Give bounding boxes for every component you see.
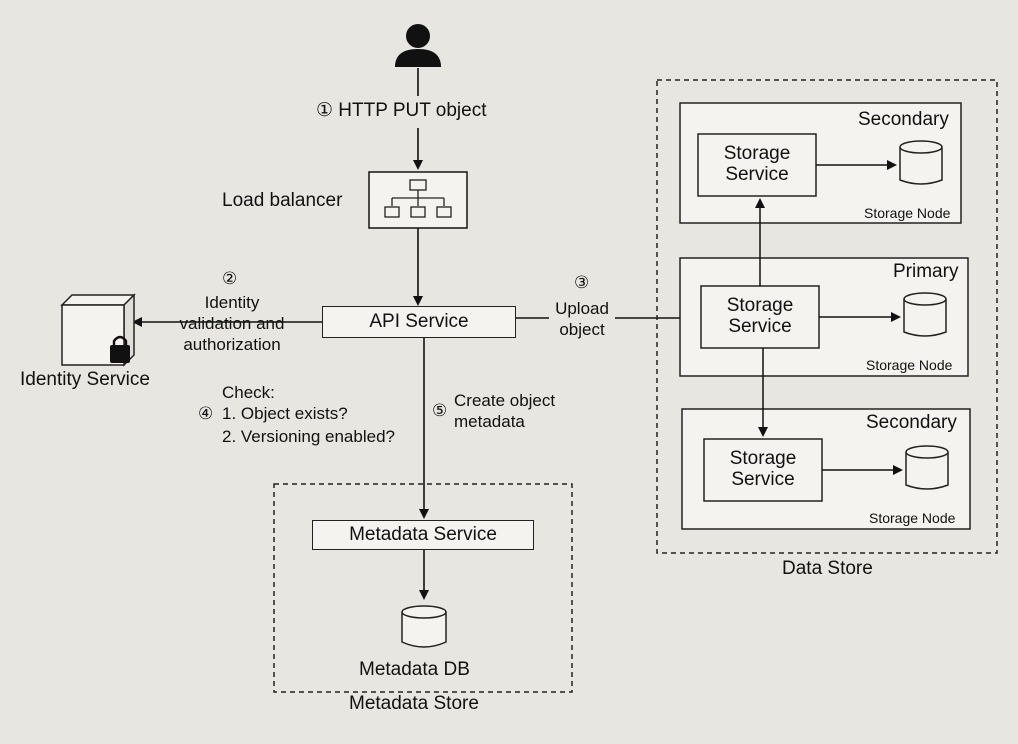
api-service-label: API Service [369, 311, 469, 332]
check-title: Check: [222, 383, 275, 402]
storage-disk-icon-2 [903, 292, 947, 337]
metadata-db-label: Metadata DB [359, 659, 470, 680]
step-2-text: Identity validation and authorization [179, 293, 285, 354]
identity-service-label: Identity Service [20, 369, 150, 390]
check-item-2: 2. Versioning enabled? [222, 427, 395, 446]
metadata-service-label: Metadata Service [349, 524, 497, 545]
step-3-number: ③ [574, 273, 590, 292]
metadata-store-boundary [273, 483, 573, 693]
node-3-service: Storage Service [729, 448, 797, 490]
api-service-box: API Service [322, 306, 516, 338]
node-1-role: Secondary [858, 109, 949, 130]
node-3-label: Storage Node [869, 510, 956, 526]
load-balancer-icon [368, 171, 468, 229]
user-icon [395, 24, 441, 67]
storage-disk-icon-3 [905, 445, 949, 490]
node-1-label: Storage Node [864, 205, 951, 221]
metadata-store-label: Metadata Store [349, 693, 479, 714]
step-5-number: ⑤ [432, 401, 448, 420]
node-2-service: Storage Service [726, 295, 794, 337]
lock-icon [110, 335, 130, 363]
identity-service-icon [60, 293, 136, 367]
storage-disk-icon-1 [899, 140, 943, 185]
step-4-number: ④ [198, 404, 214, 423]
step-1-label: ① HTTP PUT object [316, 100, 487, 121]
node-1-service: Storage Service [723, 143, 791, 185]
check-item-1: 1. Object exists? [222, 404, 348, 423]
node-2-label: Storage Node [866, 357, 953, 373]
node-2-role: Primary [893, 261, 959, 282]
step-5-text: Create object metadata [454, 391, 556, 431]
metadata-service-box: Metadata Service [312, 520, 534, 550]
data-store-label: Data Store [782, 558, 873, 579]
data-store-boundary [656, 79, 998, 554]
database-icon [401, 605, 447, 648]
step-3-text: Upload object [555, 299, 609, 339]
node-3-role: Secondary [866, 412, 957, 433]
load-balancer-label: Load balancer [222, 190, 343, 211]
step-2-number: ② [222, 269, 238, 288]
